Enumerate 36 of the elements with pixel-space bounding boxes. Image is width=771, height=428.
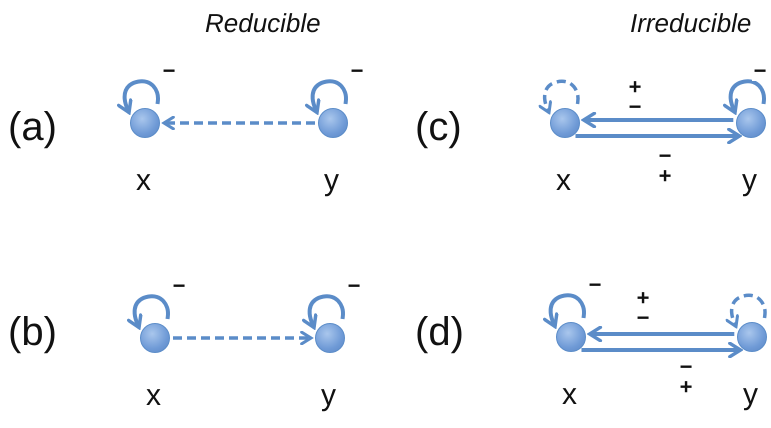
node-circle bbox=[318, 108, 348, 138]
node-label: y bbox=[743, 379, 758, 411]
panel-label: (b) bbox=[8, 310, 57, 355]
self-loop-arrow bbox=[116, 79, 160, 114]
self-loop-arrow bbox=[126, 294, 170, 330]
node-circle bbox=[736, 108, 766, 138]
arrow bbox=[582, 112, 734, 128]
arrow bbox=[581, 342, 742, 358]
node-label: x bbox=[556, 165, 571, 197]
panel-label: (c) bbox=[415, 105, 462, 150]
node-label: x bbox=[136, 165, 151, 197]
self-loop-arrow bbox=[304, 79, 348, 114]
self-loop-arrow bbox=[725, 294, 767, 328]
node-circle bbox=[315, 323, 345, 353]
self-loop-arrow bbox=[302, 294, 346, 330]
node-label: y bbox=[742, 165, 757, 197]
node-circle bbox=[550, 108, 580, 138]
arrow bbox=[588, 326, 734, 342]
node-label: x bbox=[562, 379, 577, 411]
panel-label: (a) bbox=[8, 105, 57, 150]
self-loop-arrow bbox=[542, 293, 586, 328]
self-loop-arrow bbox=[722, 79, 766, 114]
node-circle bbox=[737, 322, 767, 352]
node-label: y bbox=[321, 380, 336, 412]
self-loop-arrow bbox=[538, 80, 580, 114]
node-label: x bbox=[146, 380, 161, 412]
node-circle bbox=[140, 323, 170, 353]
node-circle bbox=[556, 322, 586, 352]
arrow bbox=[162, 116, 315, 130]
column-heading: Irreducible bbox=[630, 8, 752, 39]
column-heading: Reducible bbox=[205, 8, 321, 39]
node-label: y bbox=[324, 165, 339, 197]
node-circle bbox=[130, 108, 160, 138]
arrow bbox=[173, 330, 313, 346]
arrow bbox=[575, 128, 742, 144]
panel-label: (d) bbox=[415, 310, 464, 355]
